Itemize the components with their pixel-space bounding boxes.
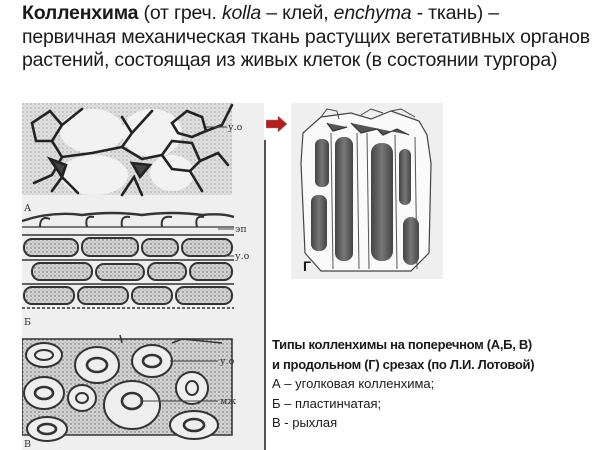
transverse-sections-drawing: у.о А эп у.о Б	[22, 103, 250, 450]
caption-item-a-sep: –	[280, 376, 296, 391]
annotation-b-ep: эп	[235, 224, 247, 235]
title-definition: первичная механическая ткань растущих ве…	[22, 25, 590, 72]
caption-item-v-key: В	[272, 415, 281, 430]
caption-item-b: Б – пластинчатая;	[272, 394, 600, 414]
section-a-drawing	[22, 103, 234, 197]
label-g: Г	[303, 258, 311, 274]
title-word-enchyma-meaning: - ткань) –	[411, 2, 500, 24]
caption-item-b-key: Б	[272, 395, 281, 411]
caption-item-v-sep: -	[280, 415, 293, 430]
longitudinal-section-drawing: Г	[300, 108, 432, 274]
caption-item-v: В - рыхлая	[272, 413, 600, 433]
caption-item-b-sep: –	[280, 395, 295, 411]
annotation-v-mzh: мж	[220, 396, 236, 407]
caption-item-a-text: уголковая колленхима;	[295, 376, 435, 391]
right-arrow-icon	[266, 116, 288, 132]
caption-item-b-text: пластинчатая;	[295, 395, 382, 411]
caption-item-a: А – уголковая колленхима;	[272, 374, 600, 394]
label-v: В	[24, 439, 31, 450]
figure-caption: Типы колленхимы на поперечном (А,Б, В) и…	[272, 335, 600, 433]
figure-transverse-sections: у.о А эп у.о Б	[22, 103, 264, 450]
section-b-drawing	[22, 211, 235, 309]
label-b: Б	[24, 317, 31, 328]
annotation-a-yo: у.о	[228, 122, 243, 133]
section-v-drawing	[22, 334, 233, 442]
caption-item-v-text: рыхлая	[292, 415, 338, 430]
annotation-v-yo: у.о	[220, 356, 235, 367]
label-a: А	[24, 203, 32, 214]
caption-heading-line1: Типы колленхимы на поперечном (А,Б, В)	[272, 337, 532, 352]
title-word-kolla-meaning: – клей,	[261, 2, 334, 24]
title-term: Колленхима	[22, 2, 139, 24]
title-etym-open: (от греч.	[138, 2, 222, 24]
caption-item-a-key: А	[272, 376, 281, 391]
annotation-b-yo: у.о	[235, 251, 250, 262]
slide-title: Колленхима (от греч. kolla – клей, enchy…	[22, 2, 597, 73]
vertical-divider	[264, 140, 266, 450]
title-word-enchyma: enchyma	[333, 2, 412, 24]
title-word-kolla: kolla	[221, 2, 262, 24]
caption-heading-line2: и продольном (Г) срезах (по Л.И. Лотовой…	[272, 356, 535, 372]
figure-longitudinal-section: Г	[291, 103, 443, 279]
